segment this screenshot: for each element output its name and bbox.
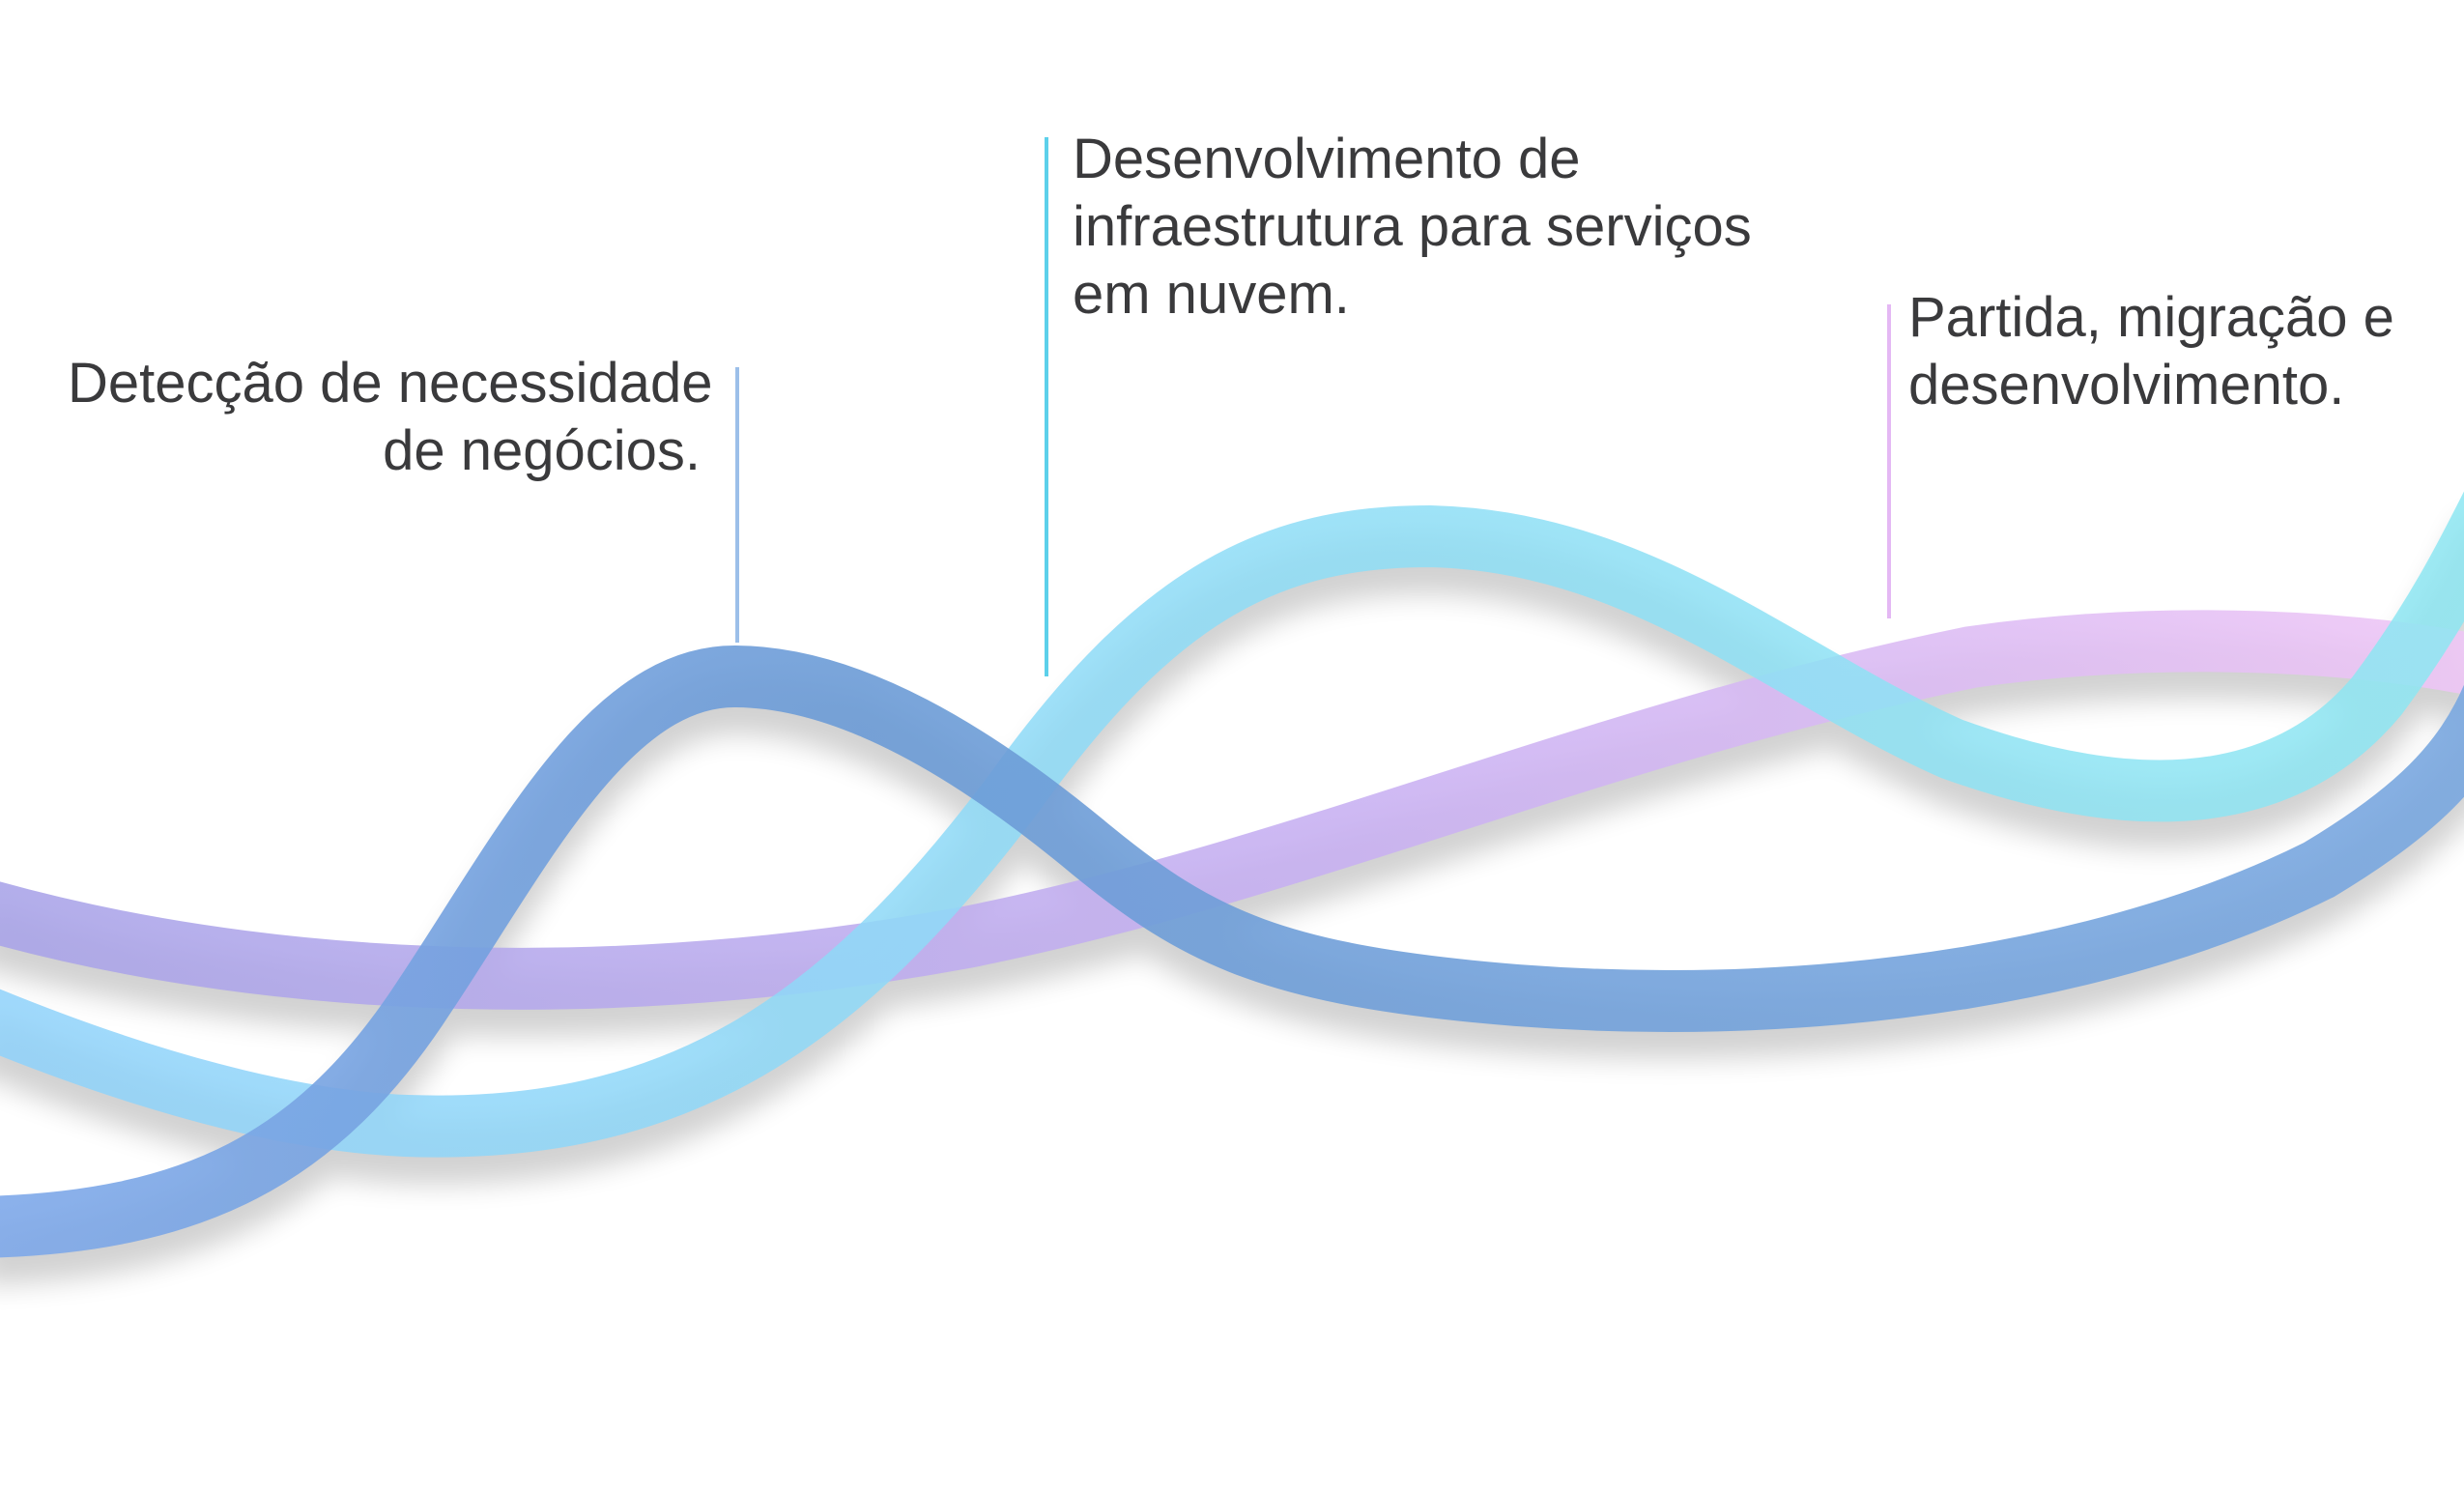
annotation-line: desenvolvimento. [1908, 354, 2345, 416]
wave-dark-blue [0, 645, 2464, 1258]
wave-violet-pink [0, 610, 2464, 1010]
annotation-line: Desenvolvimento de [1073, 128, 1581, 190]
wave-cyan [0, 491, 2464, 1158]
annotation-cloud-infrastructure: Desenvolvimento de infraestrutura para s… [1073, 126, 1752, 329]
annotation-line: Detecção de necessidade [68, 352, 713, 415]
annotation-line: infraestrutura para serviços [1073, 195, 1752, 258]
annotation-line: Partida, migração e [1908, 286, 2394, 349]
annotation-launch-migration: Partida, migração e desenvolvimento. [1908, 284, 2394, 419]
connector-lines [735, 137, 1891, 676]
annotation-line: de negócios. [383, 419, 701, 482]
annotation-business-need: Detecção de necessidade de negócios. [68, 350, 713, 485]
annotation-line: em nuvem. [1073, 263, 1350, 326]
waves [0, 491, 2464, 1258]
